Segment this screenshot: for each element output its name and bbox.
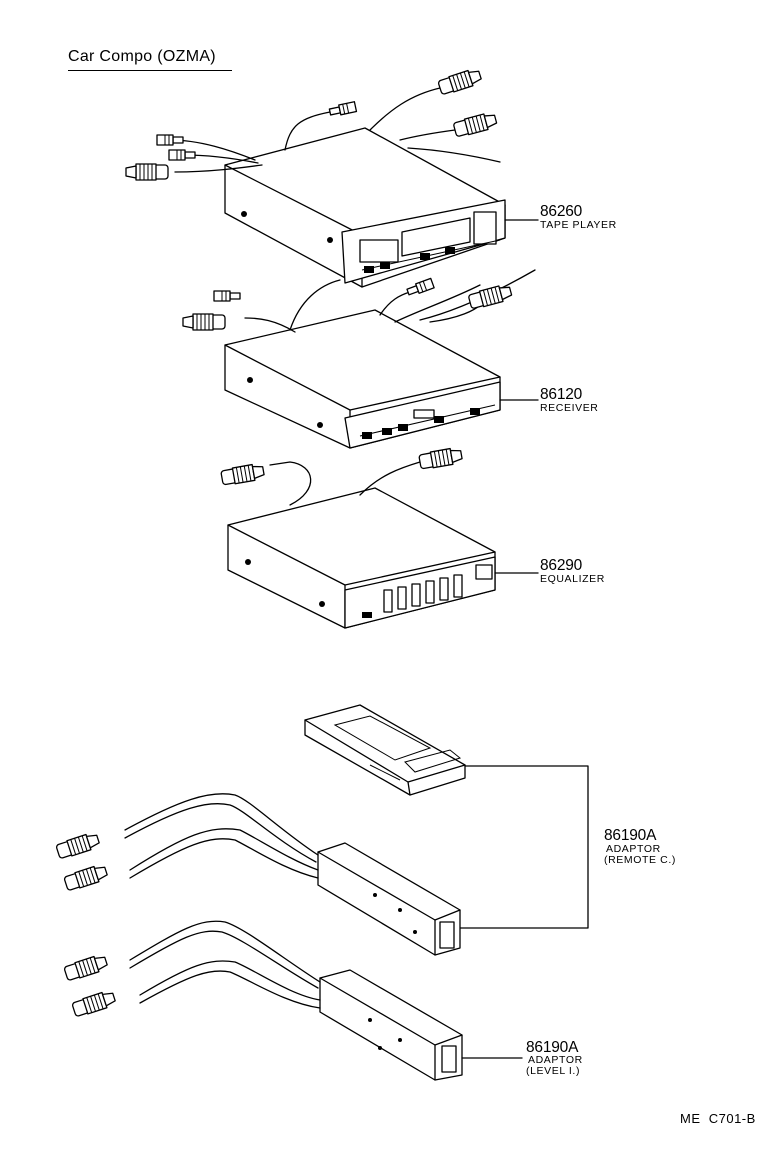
- adaptor-remote-cables: [124, 793, 319, 879]
- equalizer-unit: [227, 487, 496, 629]
- adaptor-level-unit: [319, 969, 463, 1081]
- part-name-adaptor-remote: ADAPTOR: [606, 843, 661, 855]
- adaptor-remote-unit: [317, 842, 461, 956]
- part-number-adaptor-remote: 86190A: [604, 827, 657, 844]
- diagram-code: ME C701-B: [680, 1111, 756, 1126]
- remote-control: [304, 704, 466, 796]
- equalizer-cables: [269, 461, 421, 506]
- tape-player-cables: [169, 87, 501, 173]
- part-number-tape-player: 86260: [540, 203, 583, 220]
- part-name-receiver: RECEIVER: [540, 402, 599, 414]
- part-number-receiver: 86120: [540, 386, 583, 403]
- adaptor-level-cables: [129, 920, 321, 1009]
- part-subname-adaptor-level: (LEVEL I.): [526, 1065, 581, 1077]
- title-underline: [68, 70, 232, 71]
- tape-player-unit: [224, 127, 506, 288]
- part-subname-adaptor-remote: (REMOTE C.): [604, 854, 676, 866]
- part-name-adaptor-level: ADAPTOR: [528, 1054, 583, 1066]
- part-number-adaptor-level: 86190A: [526, 1039, 579, 1056]
- part-name-tape-player: TAPE PLAYER: [540, 219, 617, 231]
- page-title: Car Compo (OZMA): [68, 48, 216, 65]
- part-number-equalizer: 86290: [540, 557, 583, 574]
- receiver-unit: [224, 309, 501, 449]
- part-name-equalizer: EQUALIZER: [540, 573, 605, 585]
